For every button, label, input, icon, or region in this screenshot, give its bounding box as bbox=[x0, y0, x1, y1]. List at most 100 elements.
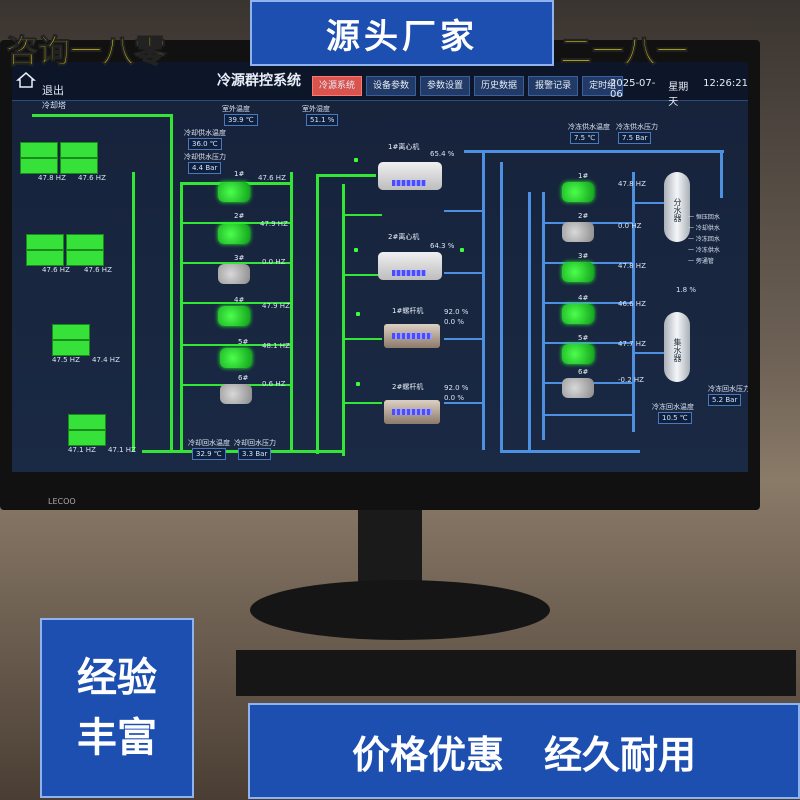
valve-icon[interactable] bbox=[356, 382, 360, 386]
cooling-tower[interactable] bbox=[20, 142, 58, 158]
chw-return-press-label: 冷冻回水压力 bbox=[708, 385, 748, 393]
cooling-pump[interactable] bbox=[220, 348, 252, 368]
left-banner-line1: 经验 bbox=[77, 655, 157, 701]
cooling-pump[interactable] bbox=[218, 306, 250, 326]
outdoor-temp-value: 39.9 ℃ bbox=[224, 114, 258, 126]
chilled-pump[interactable] bbox=[562, 304, 594, 324]
chilled-pipe bbox=[482, 150, 485, 450]
chw-supply-temp-value: 7.5 ℃ bbox=[570, 132, 600, 144]
cooling-pipe bbox=[342, 402, 382, 404]
chiller-name: 1#螺杆机 bbox=[392, 307, 424, 315]
chilled-pump[interactable] bbox=[562, 222, 594, 242]
cooling-tower[interactable] bbox=[26, 234, 64, 250]
tower-freq: 47.1 HZ bbox=[68, 446, 96, 454]
cooling-tower[interactable] bbox=[66, 250, 104, 266]
tab-history[interactable]: 历史数据 bbox=[474, 76, 525, 96]
chilled-pipe bbox=[632, 172, 635, 432]
cooling-pump[interactable] bbox=[218, 182, 250, 202]
pipe-legend: 一 恒压回水 一 冷却供水 一 冷冻回水 一 冷冻供水 一 旁通管 bbox=[688, 212, 720, 267]
cooling-tower[interactable] bbox=[52, 340, 90, 356]
cooling-pipe bbox=[180, 262, 290, 264]
cooling-pipe bbox=[342, 274, 382, 276]
chilled-pipe bbox=[444, 210, 484, 212]
chilled-pipe bbox=[542, 192, 545, 440]
cw-return-temp-label: 冷却回水温度 bbox=[188, 439, 230, 447]
tower-freq: 47.6 HZ bbox=[84, 266, 112, 274]
cooling-tower[interactable] bbox=[20, 158, 58, 174]
valve-icon[interactable] bbox=[354, 248, 358, 252]
chilled-pump[interactable] bbox=[562, 262, 594, 282]
cooling-pump-freq: 0.0 HZ bbox=[262, 258, 286, 266]
chilled-pipe bbox=[632, 202, 672, 204]
tab-timers[interactable]: 定时组 bbox=[582, 76, 624, 96]
chilled-pump[interactable] bbox=[562, 182, 594, 202]
chilled-pump-freq: 47.7 HZ bbox=[618, 340, 646, 348]
chiller-name: 1#离心机 bbox=[388, 143, 420, 151]
chw-supply-press-label: 冷冻供水压力 bbox=[616, 123, 658, 131]
chiller-load: 92.0 % bbox=[444, 308, 469, 316]
tower-freq: 47.1 HZ bbox=[108, 446, 136, 454]
tab-equipment-params[interactable]: 设备参数 bbox=[366, 76, 417, 96]
cooling-pump[interactable] bbox=[218, 264, 250, 284]
cooling-pipe bbox=[316, 174, 319, 454]
legend-item: 一 冷却供水 bbox=[688, 225, 720, 232]
cooling-pump-freq: 48.1 HZ bbox=[262, 342, 290, 350]
tab-param-settings[interactable]: 参数设置 bbox=[420, 76, 471, 96]
chilled-pump-name: 3# bbox=[578, 252, 589, 260]
monitor-base bbox=[250, 580, 550, 640]
cooling-tower[interactable] bbox=[52, 324, 90, 340]
cooling-tower[interactable] bbox=[68, 430, 106, 446]
monitor-logo: LECOO bbox=[48, 497, 76, 506]
chilled-pump[interactable] bbox=[562, 344, 594, 364]
tower-freq: 47.6 HZ bbox=[78, 174, 106, 182]
cooling-pipe bbox=[170, 114, 173, 450]
cooling-tower[interactable] bbox=[68, 414, 106, 430]
chilled-pipe bbox=[542, 414, 632, 416]
return-header-tank[interactable] bbox=[664, 312, 690, 382]
cooling-pump[interactable] bbox=[218, 224, 250, 244]
chilled-pump-freq: 47.8 HZ bbox=[618, 180, 646, 188]
chilled-pump-name: 1# bbox=[578, 172, 589, 180]
outdoor-humidity-label: 室外湿度 bbox=[302, 105, 330, 113]
chiller-load: 92.0 % bbox=[444, 384, 469, 392]
exit-button[interactable]: 退出 bbox=[42, 84, 64, 97]
tab-cold-source[interactable]: 冷源系统 bbox=[312, 76, 363, 96]
centrifugal-chiller[interactable] bbox=[378, 162, 442, 190]
cw-supply-temp-label: 冷却供水温度 bbox=[184, 129, 226, 137]
chilled-pipe bbox=[500, 162, 503, 452]
cooling-pipe bbox=[316, 174, 376, 177]
valve-icon[interactable] bbox=[354, 158, 358, 162]
valve-icon[interactable] bbox=[460, 248, 464, 252]
cooling-tower[interactable] bbox=[66, 234, 104, 250]
cw-supply-temp-value: 36.0 ℃ bbox=[188, 138, 222, 150]
cooling-tower[interactable] bbox=[26, 250, 64, 266]
datetime: 2025-07-06 星期天 12:26:21 bbox=[610, 78, 748, 108]
cooling-pump-name: 2# bbox=[234, 212, 245, 220]
time: 12:26:21 bbox=[703, 78, 748, 89]
chiller-coil bbox=[392, 409, 432, 415]
supply-header-tank[interactable] bbox=[664, 172, 690, 242]
outdoor-temp-label: 室外温度 bbox=[222, 105, 250, 113]
keyboard bbox=[236, 650, 796, 696]
chw-return-temp-value: 10.5 ℃ bbox=[658, 412, 692, 424]
chiller-name: 2#离心机 bbox=[388, 233, 420, 241]
page-title: 冷源群控系统 bbox=[217, 73, 301, 89]
return-header-label: 集水器 bbox=[673, 338, 682, 362]
screw-chiller[interactable] bbox=[384, 324, 440, 348]
chilled-pump[interactable] bbox=[562, 378, 594, 398]
home-icon[interactable] bbox=[16, 70, 36, 90]
chw-return-press-value: 5.2 Bar bbox=[708, 394, 742, 406]
cooling-pump-name: 5# bbox=[238, 338, 249, 346]
tab-alarms[interactable]: 报警记录 bbox=[528, 76, 579, 96]
cooling-tower[interactable] bbox=[60, 142, 98, 158]
chw-supply-temp-label: 冷冻供水温度 bbox=[568, 123, 610, 131]
cooling-pump[interactable] bbox=[220, 384, 252, 404]
chilled-pipe bbox=[528, 192, 531, 450]
legend-item: 一 冷冻供水 bbox=[688, 247, 720, 254]
cooling-pump-name: 4# bbox=[234, 296, 245, 304]
cooling-tower[interactable] bbox=[60, 158, 98, 174]
centrifugal-chiller[interactable] bbox=[378, 252, 442, 280]
monitor-stand bbox=[358, 510, 422, 590]
screw-chiller[interactable] bbox=[384, 400, 440, 424]
valve-icon[interactable] bbox=[356, 312, 360, 316]
